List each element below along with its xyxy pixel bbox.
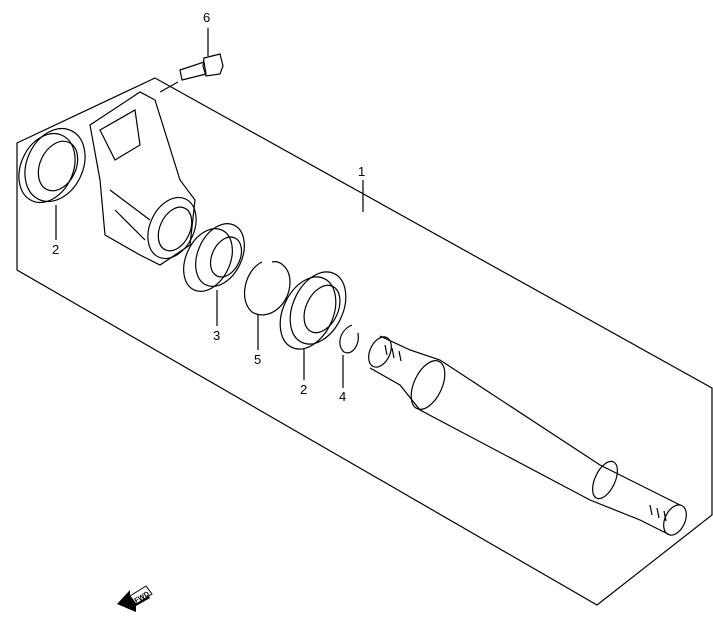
callout-1: 1 [358, 164, 365, 179]
callout-4: 4 [339, 389, 346, 404]
callout-6: 6 [203, 10, 210, 25]
bolt-axis [159, 81, 179, 93]
bracket-part [89, 91, 197, 266]
oil-seal-right [279, 271, 347, 350]
oil-seal-left [18, 127, 86, 204]
callout-2a: 2 [52, 242, 59, 257]
assembly-outline [16, 77, 713, 606]
snap-ring-part [339, 324, 359, 354]
callout-5: 5 [254, 352, 261, 367]
fwd-arrow-icon: FWD [117, 585, 153, 612]
drive-shaft-part [368, 335, 687, 536]
circlip-part [243, 261, 291, 316]
bearing-part [183, 223, 245, 292]
callout-3: 3 [213, 328, 220, 343]
bolt-part [179, 53, 224, 81]
callout-2b: 2 [300, 382, 307, 397]
